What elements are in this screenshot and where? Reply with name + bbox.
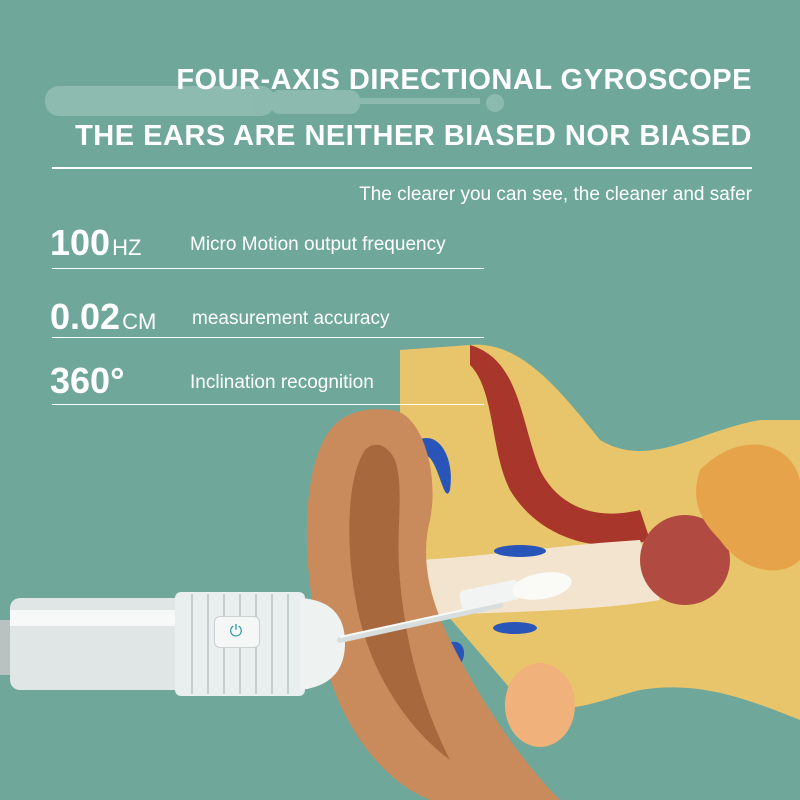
spec-label: Inclination recognition bbox=[190, 372, 374, 393]
ear-cross-section bbox=[400, 344, 800, 747]
spec-value: 100 bbox=[50, 222, 111, 263]
power-icon: ⏻ bbox=[229, 623, 243, 640]
spec-label: measurement accuracy bbox=[192, 308, 390, 329]
outer-ear bbox=[306, 409, 560, 800]
spec-value: 0.02 bbox=[50, 296, 121, 337]
spec-unit: HZ bbox=[112, 235, 142, 260]
spec-label: Micro Motion output frequency bbox=[190, 234, 446, 255]
spec-unit: CM bbox=[122, 309, 157, 334]
spec-value: 360° bbox=[50, 360, 125, 401]
headline-divider bbox=[52, 167, 752, 169]
headline-line-2: THE EARS ARE NEITHER BIASED NOR BIASED bbox=[75, 120, 752, 152]
spec-frequency: 100HZ Micro Motion output frequency bbox=[50, 222, 446, 264]
headline-line-1: FOUR-AXIS DIRECTIONAL GYROSCOPE bbox=[176, 64, 752, 96]
power-button[interactable]: ⏻ bbox=[214, 616, 260, 648]
spec-divider bbox=[52, 337, 484, 338]
spec-divider bbox=[52, 404, 484, 405]
spec-accuracy: 0.02CM measurement accuracy bbox=[50, 296, 389, 338]
faded-device-silhouette bbox=[45, 86, 504, 116]
tagline: The clearer you can see, the cleaner and… bbox=[359, 184, 752, 205]
spec-inclination: 360° Inclination recognition bbox=[50, 360, 374, 402]
spec-divider bbox=[52, 268, 484, 269]
